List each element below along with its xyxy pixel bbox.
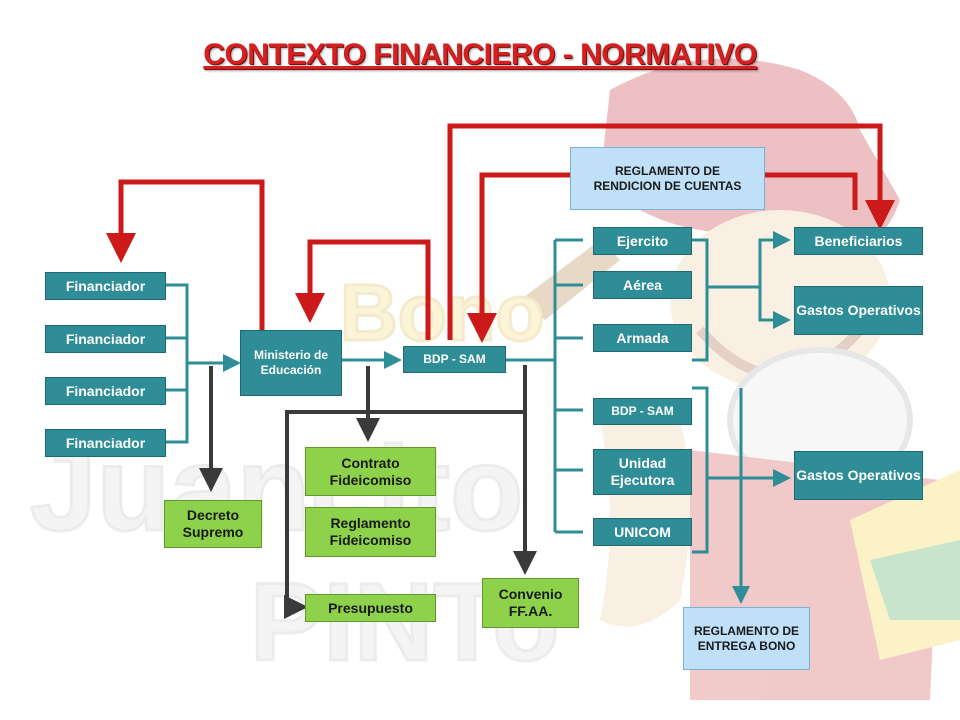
node-financiador-2: Financiador <box>45 325 166 353</box>
node-reglamento-fideicomiso: Reglamento Fideicomiso <box>305 507 436 557</box>
node-financiador-4: Financiador <box>45 429 166 457</box>
red-arrow-bdp-to-ministerio <box>295 239 431 340</box>
node-unicom: UNICOM <box>593 518 692 546</box>
node-decreto-supremo: Decreto Supremo <box>164 500 262 548</box>
node-convenio-ffaa: Convenio FF.AA. <box>482 578 579 628</box>
red-arrow-reglamento-to-beneficiarios <box>765 172 858 210</box>
bracket-financiadores <box>166 283 189 444</box>
node-presupuesto: Presupuesto <box>305 594 436 622</box>
red-arrow-reglamento-to-bdp <box>467 172 570 343</box>
node-reglamento-rendicion: REGLAMENTO DE RENDICION DE CUENTAS <box>570 147 765 210</box>
node-aerea: Aérea <box>593 271 692 299</box>
node-gastos-operativos-2: Gastos Operativos <box>794 451 923 500</box>
red-arrow-bdp-to-beneficiarios <box>447 123 895 340</box>
node-beneficiarios: Beneficiarios <box>794 227 923 255</box>
teal-arrow-to-gastos-1 <box>758 287 791 329</box>
node-financiador-3: Financiador <box>45 377 166 405</box>
node-ministerio: Ministerio de Educación <box>240 330 342 396</box>
node-reglamento-entrega-bono: REGLAMENTO DE ENTREGA BONO <box>683 607 810 670</box>
page-title: CONTEXTO FINANCIERO - NORMATIVO <box>203 38 757 71</box>
red-arrow-ministerio-to-financiador <box>106 179 265 330</box>
svg-text:Bono: Bono <box>340 268 544 357</box>
node-contrato-fideicomiso: Contrato Fideicomiso <box>305 447 436 496</box>
node-ejercito: Ejercito <box>593 227 692 255</box>
node-gastos-operativos-1: Gastos Operativos <box>794 286 923 335</box>
bracket-ffaa <box>692 238 760 362</box>
teal-branch-bdp <box>506 238 583 534</box>
node-financiador-1: Financiador <box>45 272 166 300</box>
node-bdp-sam-main: BDP - SAM <box>403 346 506 373</box>
bracket-unidades <box>692 386 782 554</box>
node-unidad-ejecutora: Unidad Ejecutora <box>593 449 692 495</box>
dark-arrow-to-presupuesto <box>284 410 525 619</box>
node-armada: Armada <box>593 324 692 352</box>
node-bdp-sam-2: BDP - SAM <box>593 398 692 425</box>
teal-arrow-to-beneficiarios <box>758 231 791 287</box>
